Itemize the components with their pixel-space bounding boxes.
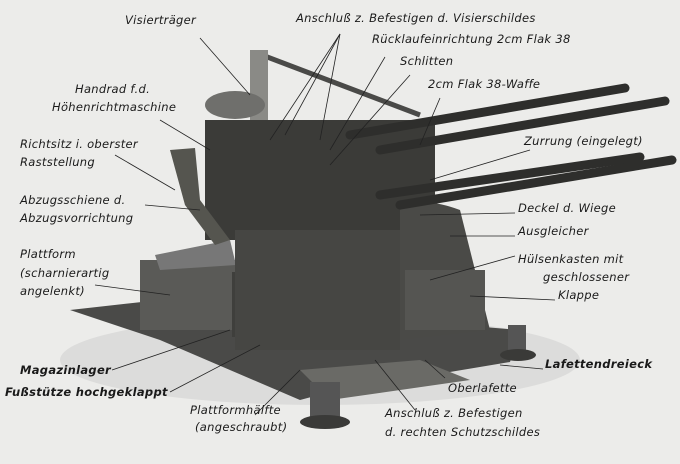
label-oberlafette: Oberlafette [448, 381, 517, 395]
label-abzug-1: Abzugsschiene d. [20, 193, 126, 207]
label-deckel: Deckel d. Wiege [518, 201, 616, 215]
label-waffe: 2cm Flak 38-Waffe [428, 77, 541, 91]
label-schlitten: Schlitten [400, 54, 454, 68]
label-huelsenkasten-3: Klappe [558, 288, 600, 302]
label-zurrung: Zurrung (eingelegt) [524, 134, 643, 148]
label-richtsitz-1: Richtsitz i. oberster [20, 137, 138, 151]
label-visiertraeger: Visierträger [125, 13, 197, 27]
label-plattform-1: Plattform [20, 247, 76, 261]
label-abzug-2: Abzugsvorrichtung [20, 211, 134, 225]
label-plattformhaelfte-2: (angeschraubt) [195, 420, 288, 434]
label-lafettendreieck: Lafettendreieck [545, 357, 653, 371]
label-handrad-2: Höhenrichtmaschine [52, 100, 177, 114]
label-ausgleicher: Ausgleicher [518, 224, 589, 238]
label-magazinlager: Magazinlager [20, 363, 112, 377]
label-anschluss-visierschild: Anschluß z. Befestigen d. Visierschildes [296, 11, 536, 25]
label-anschluss-schutz-1: Anschluß z. Befestigen [385, 406, 523, 420]
label-anschluss-schutz-2: d. rechten Schutzschildes [385, 425, 541, 439]
label-plattformhaelfte-1: Plattformhälfte [190, 403, 281, 417]
label-plattform-3: angelenkt) [20, 284, 85, 298]
label-plattform-2: (scharnierartig [20, 266, 110, 280]
label-handrad-1: Handrad f.d. [75, 82, 151, 96]
label-ruecklaufeinrichtung: Rücklaufeinrichtung 2cm Flak 38 [372, 32, 571, 46]
label-huelsenkasten-1: Hülsenkasten mit [518, 252, 624, 266]
leader-lines [94, 33, 556, 416]
label-fussstuetze: Fußstütze hochgeklappt [5, 385, 168, 399]
label-richtsitz-2: Raststellung [20, 155, 95, 169]
label-huelsenkasten-2: geschlossener [543, 270, 630, 284]
